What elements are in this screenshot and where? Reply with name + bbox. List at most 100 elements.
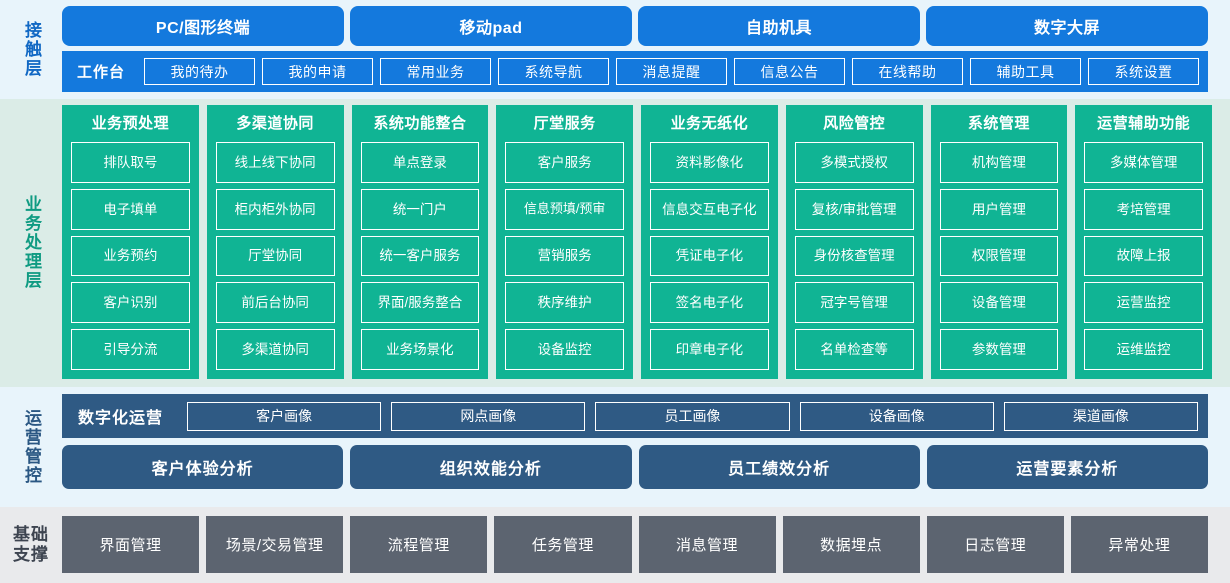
- workbench-item-common-biz[interactable]: 常用业务: [380, 58, 492, 85]
- base-item-process-management[interactable]: 流程管理: [350, 516, 488, 573]
- biz-item-queue-number[interactable]: 排队取号: [71, 142, 190, 183]
- channel-digital-screen[interactable]: 数字大屏: [926, 6, 1208, 46]
- business-column-multichannel: 多渠道协同 线上线下协同 柜内柜外协同 厅堂协同 前后台协同 多渠道协同: [206, 105, 344, 379]
- biz-item-sso[interactable]: 单点登录: [360, 142, 480, 183]
- operations-layer-band: 运营管控 数字化运营 客户画像 网点画像 员工画像 设备画像 渠道画像 客户体验…: [0, 387, 1230, 507]
- contact-layer-band: 接触层 PC/图形终端 移动pad 自助机具 数字大屏 工作台 我的待办 我的申…: [0, 0, 1230, 99]
- biz-item-identity-check[interactable]: 身份核查管理: [794, 235, 914, 277]
- foundation-layer-label: 基础支撑: [0, 516, 62, 573]
- operations-layer-label-text: 运营管控: [22, 408, 42, 485]
- business-layer-body: 业务预处理 排队取号 电子填单 业务预约 客户识别 引导分流 多渠道协同 线上线…: [62, 105, 1230, 379]
- contact-layer-body: PC/图形终端 移动pad 自助机具 数字大屏 工作台 我的待办 我的申请 常用…: [62, 6, 1230, 92]
- biz-item-customer-service[interactable]: 客户服务: [505, 142, 624, 183]
- business-layer-label: 业务处理层: [0, 105, 62, 379]
- column-title: 业务预处理: [91, 115, 170, 132]
- base-item-log-management[interactable]: 日志管理: [926, 516, 1064, 573]
- biz-item-training-mgmt[interactable]: 考培管理: [1084, 188, 1203, 230]
- workbench-item-notification[interactable]: 消息提醒: [616, 58, 728, 85]
- analysis-employee-performance[interactable]: 员工绩效分析: [638, 445, 920, 489]
- biz-item-unified-portal[interactable]: 统一门户: [360, 188, 480, 230]
- workbench-item-online-help[interactable]: 在线帮助: [852, 58, 964, 85]
- contact-layer-label-text: 接触层: [22, 20, 42, 78]
- contact-layer-label: 接触层: [0, 6, 62, 92]
- portrait-device[interactable]: 设备画像: [799, 401, 994, 431]
- analysis-customer-experience[interactable]: 客户体验分析: [62, 445, 344, 489]
- portrait-branch[interactable]: 网点画像: [391, 401, 586, 431]
- biz-item-marketing[interactable]: 营销服务: [505, 235, 624, 277]
- biz-item-doc-imaging[interactable]: 资料影像化: [650, 142, 769, 183]
- base-item-scenario-txn-mgmt[interactable]: 场景/交易管理: [206, 516, 344, 573]
- digital-operations-row: 数字化运营 客户画像 网点画像 员工画像 设备画像 渠道画像: [62, 394, 1208, 438]
- business-layer-label-text: 业务处理层: [22, 194, 42, 290]
- workbench-item-system-nav[interactable]: 系统导航: [498, 58, 610, 85]
- biz-item-serial-number[interactable]: 冠字号管理: [794, 282, 914, 324]
- channel-pc[interactable]: PC/图形终端: [62, 6, 344, 46]
- biz-item-order-keeping[interactable]: 秩序维护: [505, 282, 624, 324]
- analysis-row: 客户体验分析 组织效能分析 员工绩效分析 运营要素分析: [62, 445, 1208, 489]
- biz-item-device-monitor[interactable]: 设备监控: [505, 329, 624, 370]
- portrait-customer[interactable]: 客户画像: [187, 401, 382, 431]
- biz-item-unified-service[interactable]: 统一客户服务: [360, 235, 480, 277]
- workbench-item-announcement[interactable]: 信息公告: [734, 58, 846, 85]
- biz-item-appointment[interactable]: 业务预约: [71, 235, 190, 277]
- business-column-ops-support: 运营辅助功能 多媒体管理 考培管理 故障上报 运营监控 运维监控: [1075, 105, 1212, 379]
- biz-item-info-exchange[interactable]: 信息交互电子化: [650, 188, 769, 230]
- channel-row: PC/图形终端 移动pad 自助机具 数字大屏: [62, 6, 1208, 46]
- biz-item-ops-monitor[interactable]: 运营监控: [1084, 282, 1203, 324]
- column-title: 业务无纸化: [670, 115, 749, 132]
- biz-item-multimode-auth[interactable]: 多模式授权: [794, 142, 914, 183]
- workbench-item-my-request[interactable]: 我的申请: [262, 58, 374, 85]
- analysis-ops-factors[interactable]: 运营要素分析: [926, 445, 1208, 489]
- biz-item-device-management[interactable]: 设备管理: [939, 282, 1059, 324]
- business-column-risk-control: 风险管控 多模式授权 复核/审批管理 身份核查管理 冠字号管理 名单检查等: [785, 105, 923, 379]
- biz-item-review-approval[interactable]: 复核/审批管理: [794, 188, 914, 230]
- biz-item-prefill-review[interactable]: 信息预填/预审: [505, 188, 624, 230]
- portrait-channel[interactable]: 渠道画像: [1003, 401, 1199, 431]
- base-item-exception-handling[interactable]: 异常处理: [1070, 516, 1208, 573]
- biz-item-scenario[interactable]: 业务场景化: [360, 329, 480, 370]
- foundation-layer-body: 界面管理 场景/交易管理 流程管理 任务管理 消息管理 数据埋点 日志管理 异常…: [62, 516, 1230, 573]
- biz-item-multimedia-mgmt[interactable]: 多媒体管理: [1084, 142, 1203, 183]
- business-column-lobby-service: 厅堂服务 客户服务 信息预填/预审 营销服务 秩序维护 设备监控: [496, 105, 633, 379]
- biz-item-counter-inout[interactable]: 柜内柜外协同: [215, 188, 335, 230]
- biz-item-watchlist-check[interactable]: 名单检查等: [794, 329, 914, 370]
- base-item-message-management[interactable]: 消息管理: [638, 516, 776, 573]
- biz-item-multi-channel[interactable]: 多渠道协同: [215, 329, 335, 370]
- workbench-item-settings[interactable]: 系统设置: [1088, 58, 1200, 85]
- business-layer-band: 业务处理层 业务预处理 排队取号 电子填单 业务预约 客户识别 引导分流 多渠道…: [0, 99, 1230, 387]
- biz-item-voucher-e[interactable]: 凭证电子化: [650, 235, 769, 277]
- biz-item-fault-report[interactable]: 故障上报: [1084, 235, 1203, 277]
- base-item-data-tracking[interactable]: 数据埋点: [782, 516, 920, 573]
- workbench-title: 工作台: [77, 64, 126, 81]
- workbench-row: 工作台 我的待办 我的申请 常用业务 系统导航 消息提醒 信息公告 在线帮助 辅…: [62, 51, 1208, 92]
- biz-item-user-management[interactable]: 用户管理: [939, 188, 1059, 230]
- base-item-task-management[interactable]: 任务管理: [494, 516, 632, 573]
- base-item-ui-management[interactable]: 界面管理: [62, 516, 200, 573]
- digital-operations-title: 数字化运营: [78, 410, 164, 427]
- business-column-system-management: 系统管理 机构管理 用户管理 权限管理 设备管理 参数管理: [930, 105, 1068, 379]
- analysis-org-efficiency[interactable]: 组织效能分析: [350, 445, 632, 489]
- biz-item-permission-mgmt[interactable]: 权限管理: [939, 235, 1059, 277]
- biz-item-maintenance-monitor[interactable]: 运维监控: [1084, 329, 1203, 370]
- biz-item-parameter-mgmt[interactable]: 参数管理: [939, 329, 1059, 370]
- column-title: 风险管控: [823, 115, 886, 132]
- biz-item-online-offline[interactable]: 线上线下协同: [215, 142, 335, 183]
- channel-self-service[interactable]: 自助机具: [638, 6, 920, 46]
- biz-item-ui-service-merge[interactable]: 界面/服务整合: [360, 282, 480, 324]
- portrait-employee[interactable]: 员工画像: [595, 401, 790, 431]
- operations-layer-body: 数字化运营 客户画像 网点画像 员工画像 设备画像 渠道画像 客户体验分析 组织…: [62, 394, 1230, 499]
- channel-mobile-pad[interactable]: 移动pad: [350, 6, 632, 46]
- biz-item-signature-e[interactable]: 签名电子化: [650, 282, 769, 324]
- column-title: 系统功能整合: [373, 115, 467, 132]
- biz-item-guidance[interactable]: 引导分流: [71, 329, 190, 370]
- biz-item-e-form[interactable]: 电子填单: [71, 188, 190, 230]
- biz-item-customer-id[interactable]: 客户识别: [71, 282, 190, 324]
- foundation-layer-label-text: 基础支撑: [13, 525, 49, 564]
- workbench-item-my-todo[interactable]: 我的待办: [144, 58, 256, 85]
- biz-item-org-management[interactable]: 机构管理: [939, 142, 1059, 183]
- biz-item-lobby-collab[interactable]: 厅堂协同: [215, 235, 335, 277]
- workbench-item-tools[interactable]: 辅助工具: [970, 58, 1082, 85]
- biz-item-front-back[interactable]: 前后台协同: [215, 282, 335, 324]
- biz-item-seal-e[interactable]: 印章电子化: [650, 329, 769, 370]
